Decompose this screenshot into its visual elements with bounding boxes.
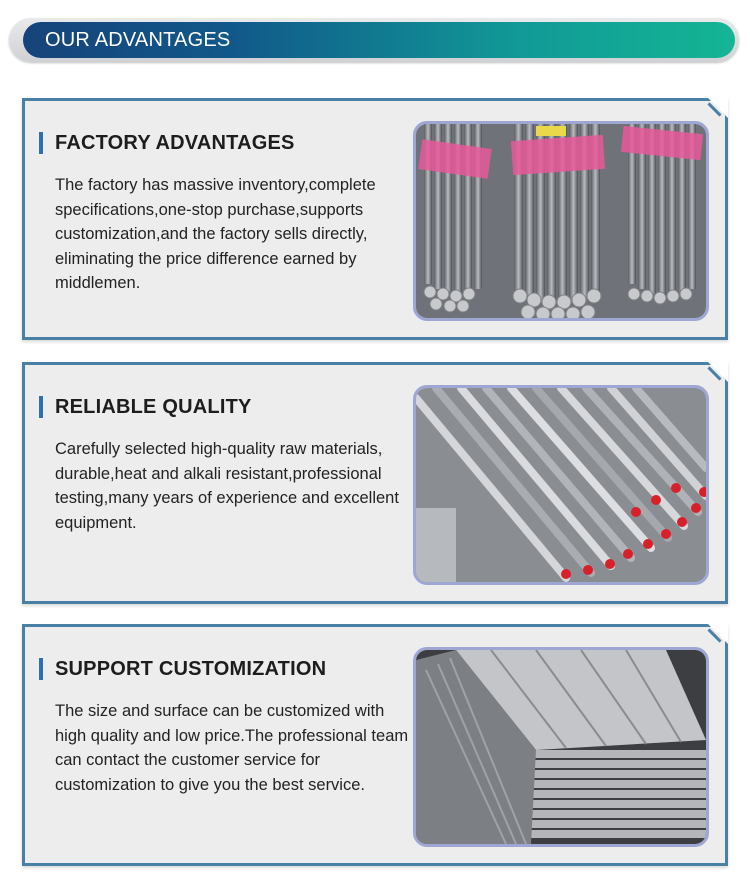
advantage-card-factory: FACTORY ADVANTAGES The factory has massi… <box>22 98 728 340</box>
section-banner-bar: OUR ADVANTAGES <box>23 22 735 58</box>
card-title: FACTORY ADVANTAGES <box>55 131 295 154</box>
steel-round-bar-bundles-photo <box>413 121 709 321</box>
section-banner: OUR ADVANTAGES <box>9 18 739 62</box>
card-heading: SUPPORT CUSTOMIZATION <box>39 657 326 681</box>
steel-flat-bars-stack-photo <box>413 647 709 847</box>
heading-accent-bar <box>39 396 43 418</box>
card-description: Carefully selected high-quality raw mate… <box>55 440 399 532</box>
card-heading: FACTORY ADVANTAGES <box>39 131 295 155</box>
section-title: OUR ADVANTAGES <box>45 29 231 51</box>
advantage-card-customization: SUPPORT CUSTOMIZATION The size and surfa… <box>22 624 728 866</box>
advantage-card-quality: RELIABLE QUALITY Carefully selected high… <box>22 362 728 604</box>
card-title: SUPPORT CUSTOMIZATION <box>55 657 327 680</box>
card-description: The factory has massive inventory,comple… <box>55 176 376 292</box>
card-heading: RELIABLE QUALITY <box>39 395 252 419</box>
heading-accent-bar <box>39 658 43 680</box>
heading-accent-bar <box>39 132 43 154</box>
steel-rods-red-caps-photo <box>413 385 709 585</box>
card-description: The size and surface can be customized w… <box>55 702 409 794</box>
card-title: RELIABLE QUALITY <box>55 395 252 418</box>
